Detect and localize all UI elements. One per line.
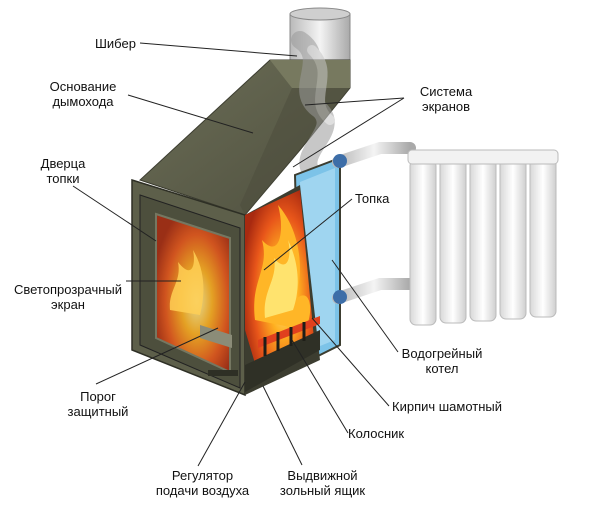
label-firebox-text: Топка [355, 191, 390, 206]
label-air: Регулятор подачи воздуха [150, 468, 255, 498]
label-glass-line1: Светопрозрачный [13, 282, 123, 297]
label-door: Дверца топки [28, 156, 98, 186]
label-glass-line2: экран [51, 297, 85, 312]
label-screens-line1: Система [419, 84, 473, 99]
pipes [332, 142, 416, 304]
label-boiler-line1: Водогрейный [401, 346, 483, 361]
flames [169, 205, 311, 330]
label-shiber-text: Шибер [95, 36, 136, 51]
label-firebox: Топка [355, 191, 389, 206]
label-boiler: Водогрейный котел [397, 346, 487, 376]
radiator [407, 149, 559, 326]
label-air-line1: Регулятор [171, 468, 234, 483]
label-chimney-base-line2: дымохода [52, 94, 114, 109]
label-brick: Кирпич шамотный [392, 399, 502, 414]
label-door-line2: топки [46, 171, 80, 186]
label-grate-text: Колосник [348, 426, 405, 441]
label-glass: Светопрозрачный экран [8, 282, 128, 312]
label-grate: Колосник [348, 426, 404, 441]
label-air-line2: подачи воздуха [155, 483, 250, 498]
label-brick-text: Кирпич шамотный [392, 399, 503, 414]
label-screens: Система экранов [406, 84, 486, 114]
label-boiler-line2: котел [425, 361, 459, 376]
label-ash-line1: Выдвижной [287, 468, 358, 483]
grate [258, 316, 320, 356]
leader-lines [72, 42, 405, 467]
label-chimney-base-line1: Основание [49, 79, 117, 94]
label-ash-line2: зольный ящик [279, 483, 366, 498]
label-door-line1: Дверца [40, 156, 86, 171]
label-threshold: Порог защитный [58, 389, 138, 419]
label-ash: Выдвижной зольный ящик [270, 468, 375, 498]
label-shiber: Шибер [95, 36, 136, 51]
label-screens-line2: экранов [421, 99, 471, 114]
label-threshold-line1: Порог [80, 389, 116, 404]
label-threshold-line2: защитный [67, 404, 129, 419]
label-chimney-base: Основание дымохода [33, 79, 133, 109]
